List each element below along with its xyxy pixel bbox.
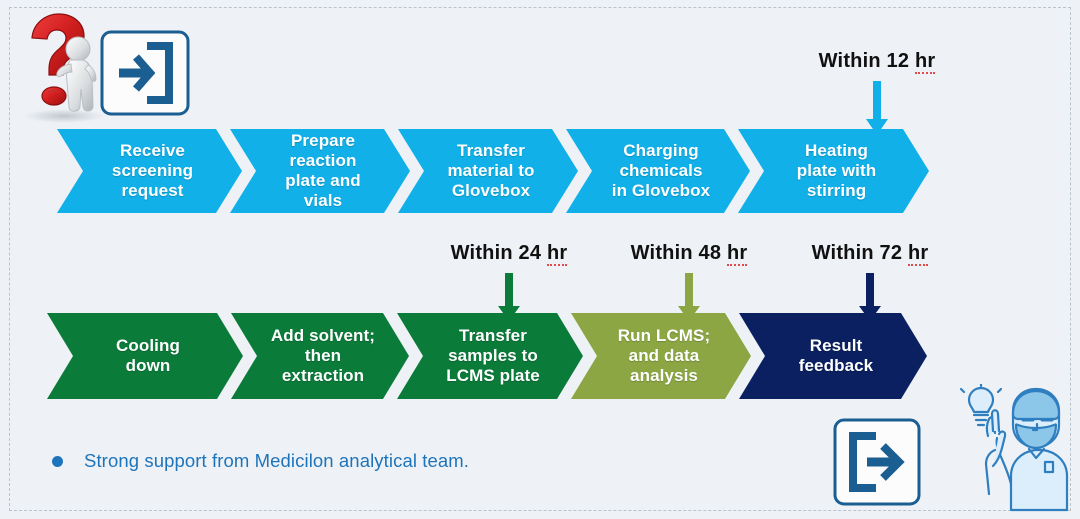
exit-icon (833, 418, 921, 506)
timing-arrow-down-icon (674, 273, 704, 323)
bullet-dot-icon (52, 455, 63, 467)
timing-arrow-down-icon (862, 81, 892, 137)
timing-annotation: Within 12 hr (782, 50, 972, 137)
timing-prefix: Within 48 (630, 242, 727, 264)
timing-label: Within 48 hr (630, 242, 748, 266)
timing-label: Within 12 hr (818, 50, 936, 74)
timing-prefix: Within 24 (450, 242, 547, 264)
timing-label: Within 24 hr (450, 242, 568, 266)
timing-unit: hr (726, 242, 748, 266)
timing-prefix: Within 12 (818, 50, 915, 72)
question-mark-figure-icon (14, 6, 110, 124)
timing-label: Within 72 hr (811, 242, 929, 266)
timing-unit: hr (546, 242, 568, 266)
support-note-text: Strong support from Medicilon analytical… (84, 450, 470, 471)
timing-arrow-down-icon (494, 273, 524, 323)
timing-arrow-down-icon (855, 273, 885, 323)
timing-annotation: Within 24 hr (414, 242, 604, 323)
timing-annotation: Within 72 hr (775, 242, 965, 323)
timing-prefix: Within 72 (811, 242, 908, 264)
login-icon (100, 30, 190, 116)
person-idea-illustration-icon (933, 384, 1075, 512)
timing-annotation: Within 48 hr (594, 242, 784, 323)
support-note: Strong support from Medicilon analytical… (52, 450, 469, 472)
timing-unit: hr (914, 50, 936, 74)
timing-unit: hr (907, 242, 929, 266)
